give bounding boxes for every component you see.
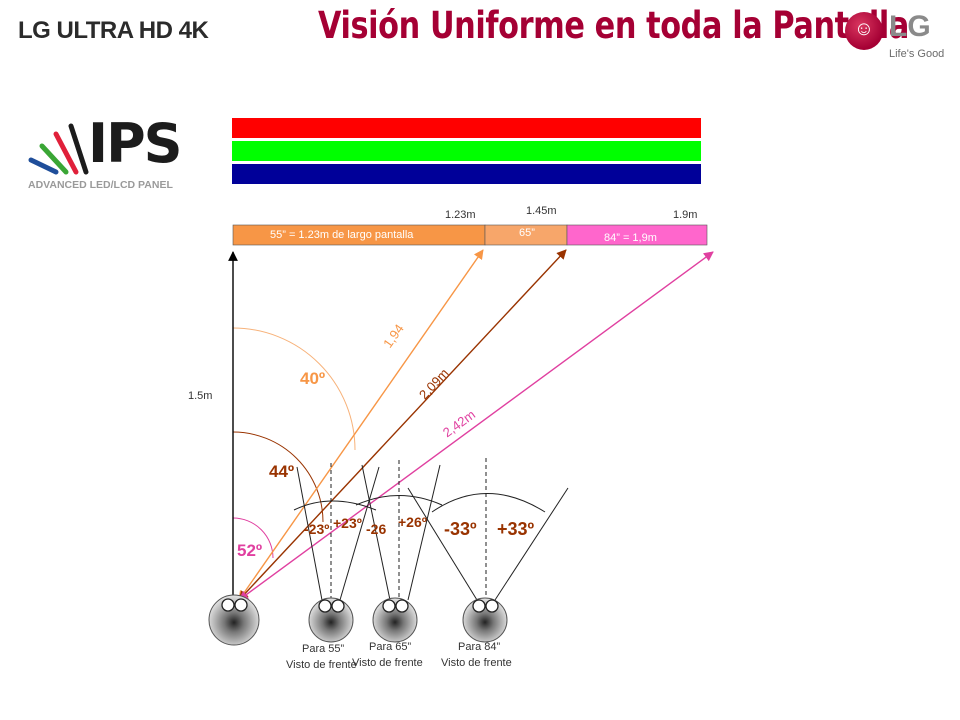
sightline-84 [238, 251, 714, 601]
distance-label: 1.5m [188, 390, 213, 402]
green-bar [232, 141, 701, 161]
page-title: Visión Uniforme en toda la Pantalla [318, 4, 909, 47]
sightline-65 [238, 249, 567, 601]
segment-label: 65” [519, 227, 535, 239]
lg-face-glyph: ☺ [853, 18, 875, 40]
segment-84 [566, 224, 708, 246]
ips-subtitle: ADVANCED LED/LCD PANEL [28, 179, 173, 191]
viewer-65-cone [355, 460, 443, 601]
arc-40 [232, 327, 356, 451]
blue-bar [232, 164, 701, 184]
lg-tagline: Life's Good [889, 48, 945, 60]
viewer-caption: Para 84” [458, 641, 501, 653]
viewer-caption: Visto de frente [441, 657, 512, 669]
ips-logo: IPS ADVANCED LED/LCD PANEL [26, 112, 183, 198]
header-bar: LG ULTRA HD 4K Visión Uniforme en toda l… [0, 0, 960, 70]
scale-tick-label: 1.9m [673, 209, 698, 221]
head-icon-main [208, 594, 260, 646]
lg-logo-text: LG [889, 10, 931, 43]
scale-tick-label: 1.23m [445, 209, 476, 221]
angle-label-40: 40º [300, 369, 326, 388]
viewer-caption: Para 55” [302, 643, 345, 655]
product-brand-logo: LG ULTRA HD 4K [18, 17, 209, 44]
segment-label: 84” = 1,9m [604, 232, 657, 244]
ips-word: IPS [88, 112, 183, 175]
viewer-angle-label: -33º [444, 519, 477, 539]
viewer-angle-label: -26 [366, 521, 387, 537]
head-icon-84 [462, 597, 508, 643]
head-icon-65 [372, 597, 418, 643]
viewer-angle-label: +26º [398, 514, 427, 530]
scale-tick-label: 1.45m [526, 205, 557, 217]
ips-stripes-icon [28, 123, 89, 175]
viewer-caption: Para 65” [369, 641, 412, 653]
head-icon-55 [308, 597, 354, 643]
lg-face-icon: ☺ [845, 12, 883, 50]
red-bar [232, 118, 701, 138]
viewer-caption: Visto de frente [286, 659, 357, 671]
viewer-angle-label: -23º [304, 521, 330, 537]
segment-label: 55” = 1.23m de largo pantalla [270, 229, 414, 241]
viewer-84-cone [407, 458, 569, 601]
viewer-angle-label: +23º [333, 515, 362, 531]
angle-label-52: 52º [237, 541, 263, 560]
viewer-55-cone [293, 463, 380, 601]
viewer-angle-label: +33º [497, 519, 535, 539]
angle-label-44: 44º [269, 462, 295, 481]
viewer-caption: Visto de frente [352, 657, 423, 669]
lg-logo: ☺ LG Life's Good [845, 10, 955, 66]
